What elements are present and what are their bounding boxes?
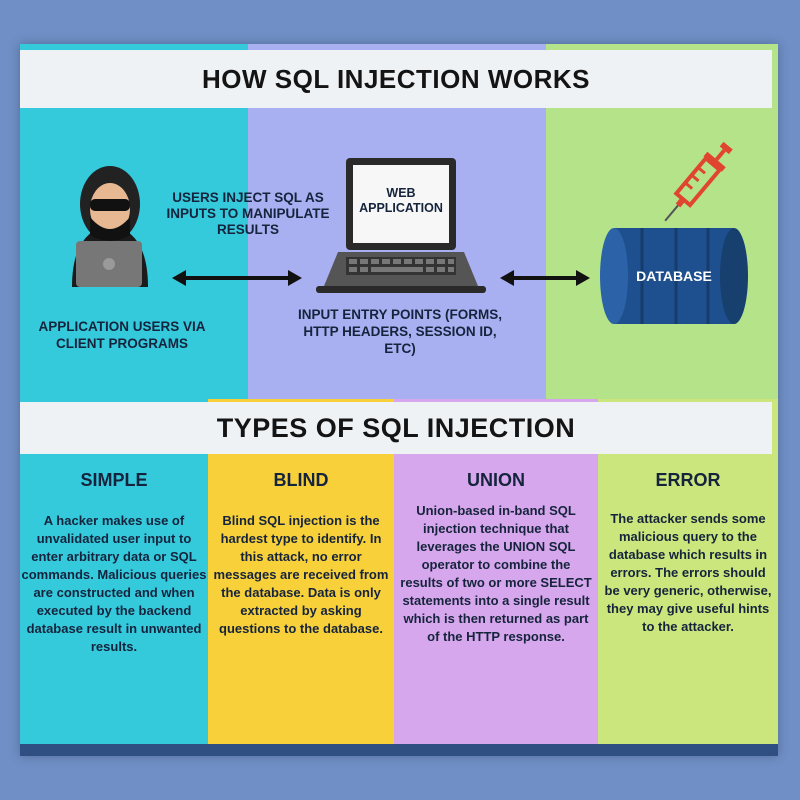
entry-points-label: INPUT ENTRY POINTS (FORMS, HTTP HEADERS,…: [297, 307, 502, 356]
laptop-icon: [316, 158, 486, 293]
simple-panel: [20, 399, 208, 744]
main-title: HOW SQL INJECTION WORKS: [201, 63, 591, 94]
web-application-label: WEB APPLICATION: [359, 186, 443, 215]
main-title-banner: HOW SQL INJECTION WORKS: [20, 50, 772, 108]
type-title-union: UNION: [467, 470, 525, 490]
type-title-simple: SIMPLE: [80, 470, 148, 490]
type-title-error: ERROR: [655, 470, 721, 490]
syringe-icon: [664, 141, 733, 222]
union-panel: [394, 399, 598, 744]
infographic-card: HOW SQL INJECTION WORKS WEB APPLICATION …: [20, 44, 778, 756]
types-title-banner: TYPES OF SQL INJECTION: [20, 402, 772, 454]
types-title: TYPES OF SQL INJECTION: [216, 412, 576, 443]
double-arrow-icon: [172, 270, 302, 286]
blind-panel: [208, 399, 394, 744]
type-desc-simple: A hacker makes use of unvalidated user i…: [21, 513, 207, 654]
hacker-icon: [72, 166, 148, 287]
double-arrow-icon: [500, 270, 590, 286]
users-inject-label: USERS INJECT SQL AS INPUTS TO MANIPULATE…: [166, 190, 330, 237]
type-desc-error: The attacker sends some malicious query …: [604, 511, 772, 634]
bottom-strip: [20, 744, 778, 756]
database-label: DATABASE: [636, 268, 712, 284]
type-desc-union: Union-based in-band SQL injection techni…: [400, 503, 592, 644]
error-panel: [598, 399, 778, 744]
app-users-label: APPLICATION USERS VIA CLIENT PROGRAMS: [38, 319, 206, 351]
type-title-blind: BLIND: [273, 470, 329, 490]
type-desc-blind: Blind SQL injection is the hardest type …: [213, 513, 389, 636]
database-icon: [600, 228, 748, 324]
